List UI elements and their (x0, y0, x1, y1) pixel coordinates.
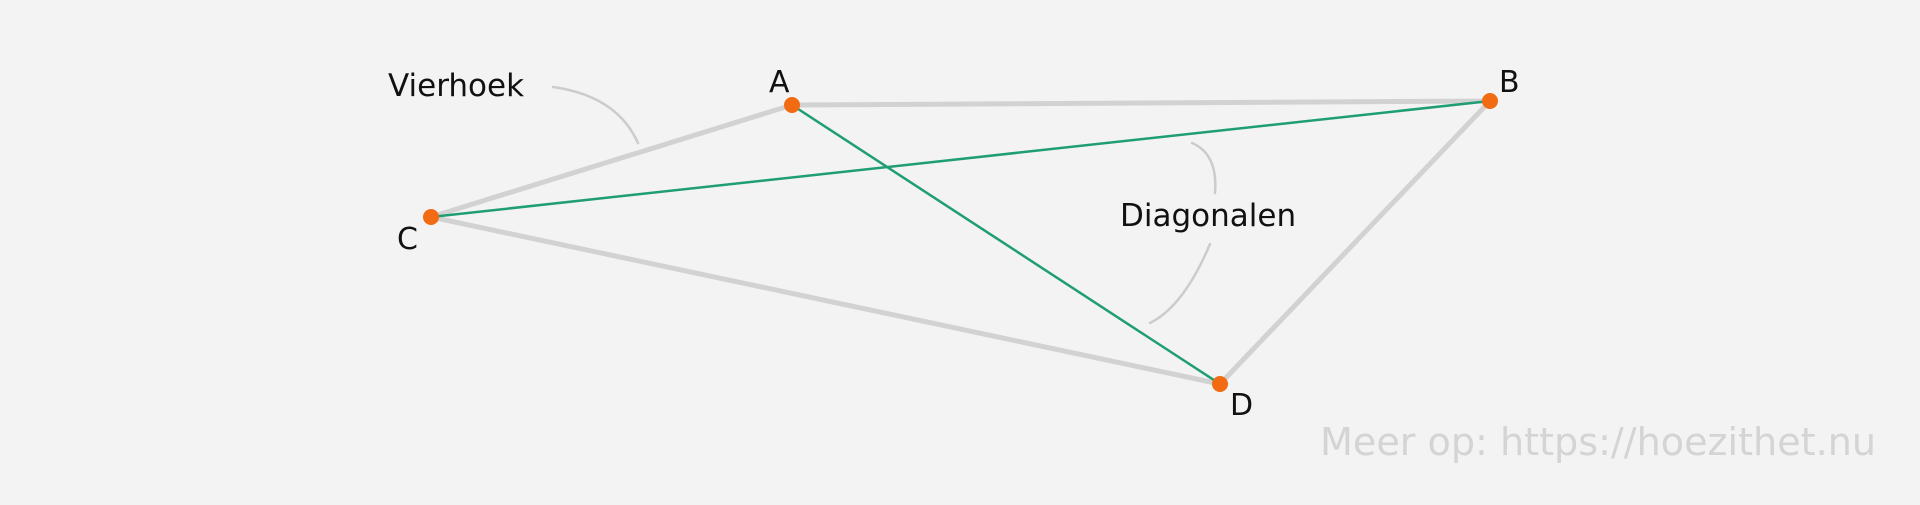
vertex-label-b: B (1499, 65, 1520, 100)
vertex-points (423, 93, 1498, 392)
edge-a-b (789, 98, 1493, 108)
edge-b-d (1217, 98, 1493, 387)
vertex-label-a: A (769, 65, 790, 100)
leader-diagonalen-upper (1190, 141, 1217, 195)
annotation-leaders (551, 85, 1217, 325)
annotation-vierhoek: Vierhoek (388, 68, 524, 104)
edge-c-a (428, 102, 795, 220)
vertex-label-c: C (397, 222, 418, 257)
vertex-point-a (784, 97, 800, 113)
edges (428, 98, 1493, 387)
diagonals (429, 99, 1492, 386)
leader-vierhoek (551, 85, 640, 145)
annotation-diagonalen: Diagonalen (1120, 198, 1296, 234)
vertex-labels: A B C D (397, 65, 1520, 423)
leader-diagonalen-lower (1148, 242, 1212, 325)
vertex-point-b (1482, 93, 1498, 109)
watermark: Meer op: https://hoezithet.nu (1320, 420, 1876, 464)
vertex-point-d (1212, 376, 1228, 392)
edge-d-c (428, 214, 1223, 387)
vertex-point-c (423, 209, 439, 225)
diagonal-a-d (790, 103, 1222, 386)
vertex-label-d: D (1230, 388, 1253, 423)
diagonal-c-b (429, 99, 1492, 219)
